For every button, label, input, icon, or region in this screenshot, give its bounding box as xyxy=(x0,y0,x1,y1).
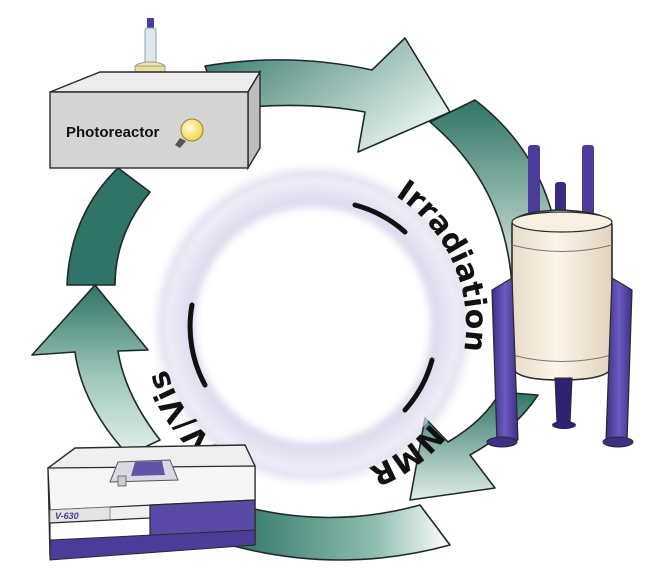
photoreactor-label: Photoreactor xyxy=(66,124,160,141)
tube-cap xyxy=(147,18,154,28)
light-bulb-icon xyxy=(175,118,204,148)
ring-dash-right xyxy=(402,357,435,413)
ring-dash-left xyxy=(187,302,208,388)
nmr-legs xyxy=(486,276,634,448)
cycle-arrow-bottom xyxy=(229,504,451,561)
cycle-arrow-left-lower xyxy=(31,284,161,456)
nmr-rod-left xyxy=(528,145,540,223)
nmr-magnet-body xyxy=(511,209,613,381)
ring-dash-top xyxy=(352,202,408,235)
photoreactor-icon: Photoreactor xyxy=(49,18,262,171)
center-ring: Irradiation NMR UV/Vis xyxy=(141,172,493,493)
cycle-arrow-left-upper xyxy=(66,167,151,286)
spectrometer-label: V-630 xyxy=(55,511,79,521)
nmr-rod-right xyxy=(582,145,594,220)
nmr-magnet-icon xyxy=(486,145,634,448)
spectrometer-icon: V-630 xyxy=(47,444,256,561)
